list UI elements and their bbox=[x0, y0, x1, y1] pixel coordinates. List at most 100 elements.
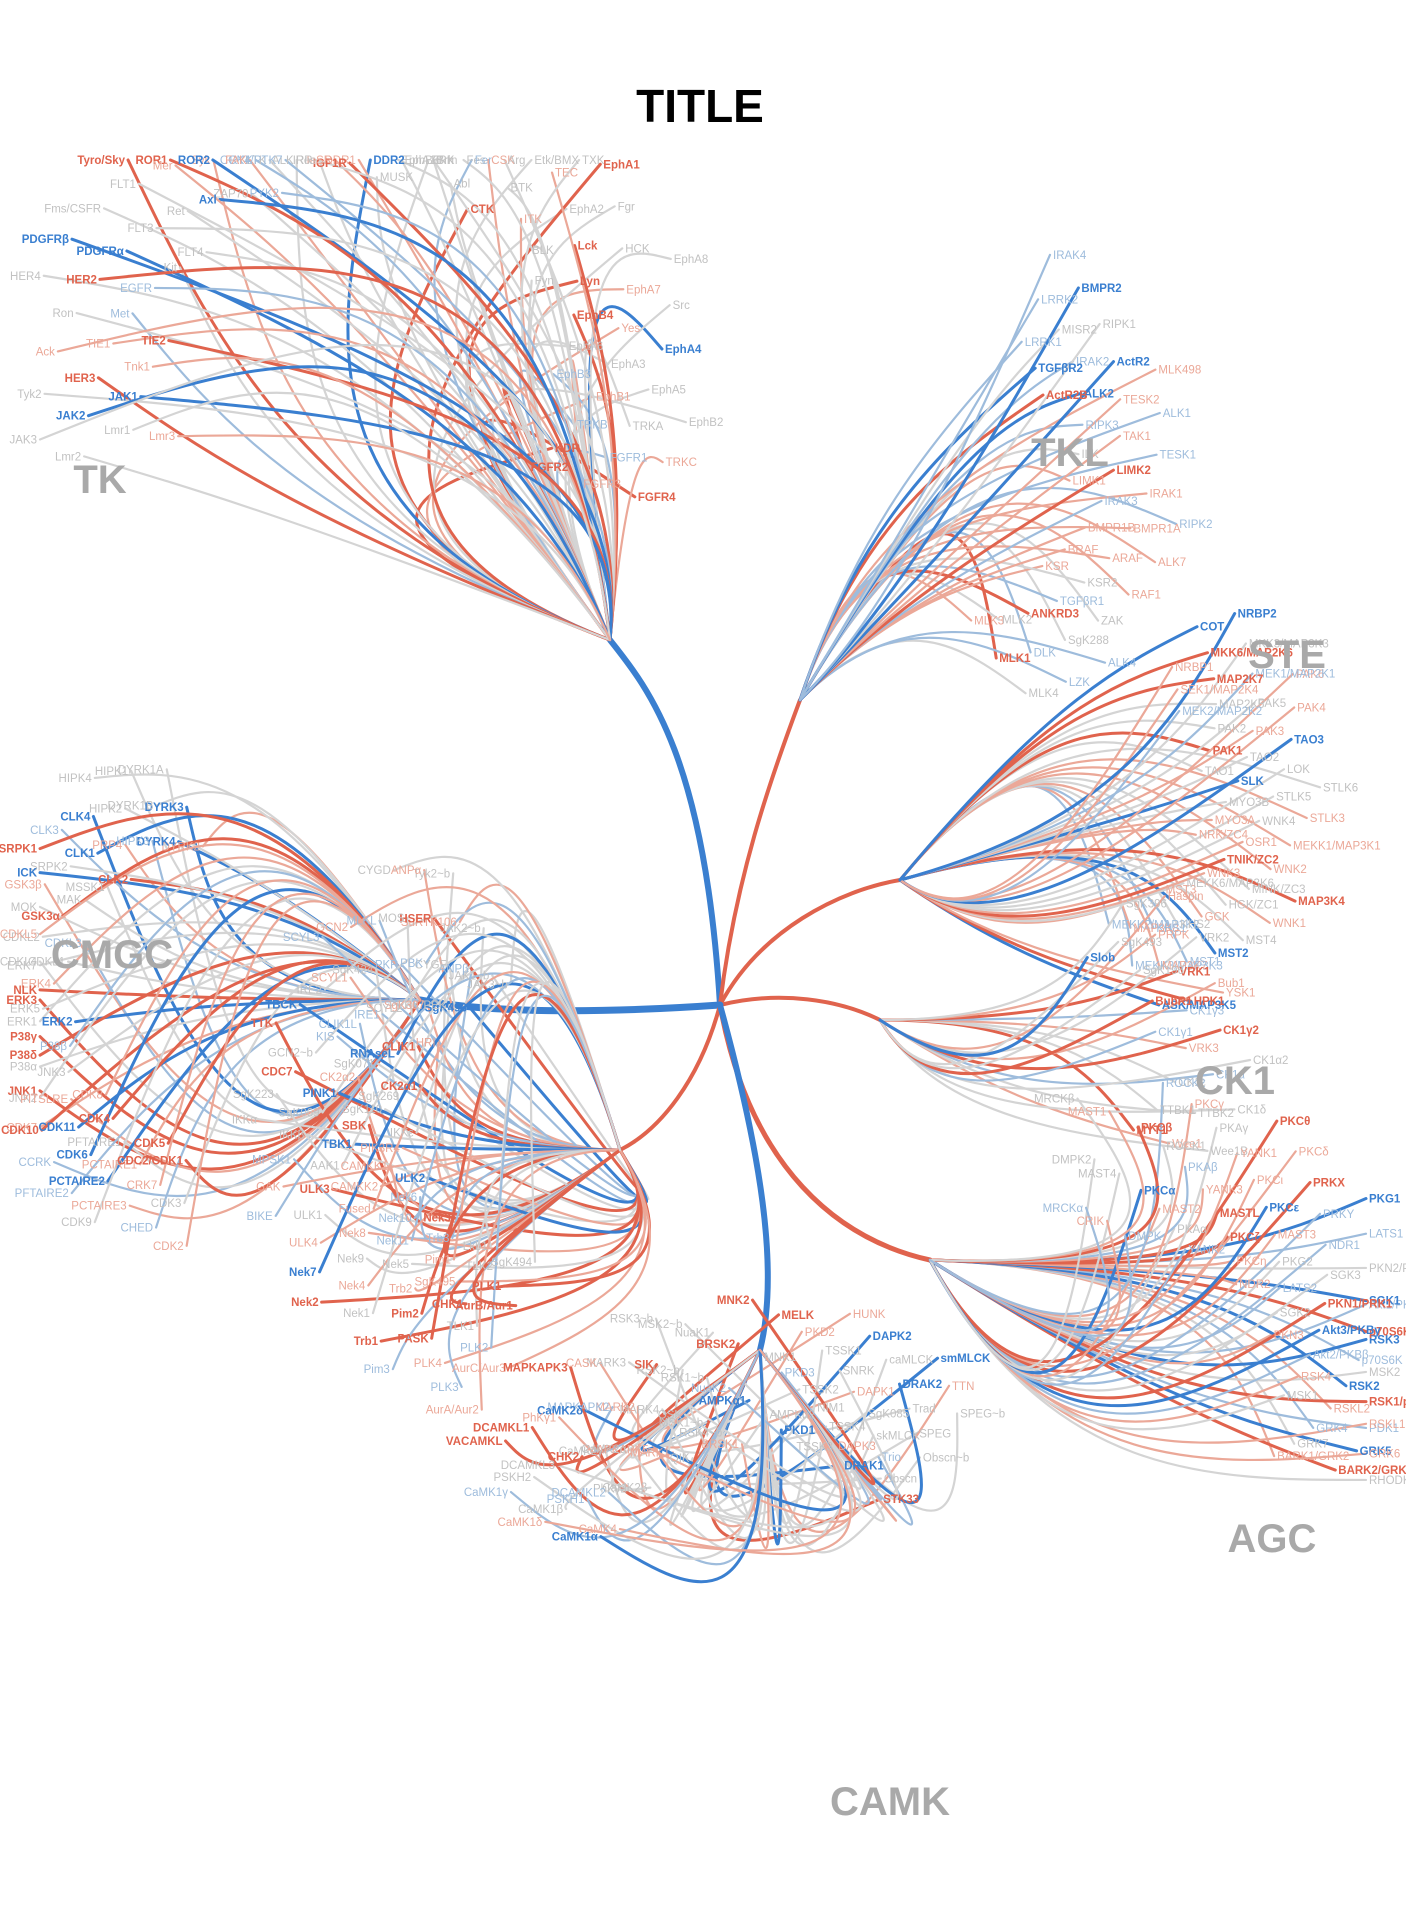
group-label-ste: STE bbox=[1248, 633, 1326, 677]
kinase-label: BMPR1A bbox=[1133, 523, 1181, 535]
branch-camk-70 bbox=[544, 1348, 843, 1552]
branch-tk-67 bbox=[155, 226, 612, 642]
kinase-label: P38α bbox=[10, 1062, 37, 1074]
kinase-label: CK2α1 bbox=[381, 1081, 418, 1093]
kinase-label: TRKC bbox=[666, 457, 697, 469]
kinase-label: EphB6 bbox=[405, 155, 440, 167]
kinase-label: MAP3K7 bbox=[1162, 961, 1207, 973]
kinase-label: PDK1 bbox=[1369, 1423, 1399, 1435]
kinase-label: CRIK bbox=[1077, 1216, 1105, 1228]
kinase-label: MAP3K4 bbox=[1298, 896, 1345, 908]
kinase-label: BARK2/GRK3 bbox=[1338, 1465, 1406, 1477]
kinase-label: SgK494 bbox=[491, 1257, 533, 1269]
branch-other-76 bbox=[430, 993, 622, 1340]
kinase-label: Obscn~b bbox=[923, 1452, 969, 1464]
kinase-label: GCK bbox=[1205, 911, 1230, 923]
branch-tkl-8 bbox=[798, 631, 1107, 702]
kinase-label: Etk/BMX bbox=[534, 155, 579, 167]
kinase-label: Nek9 bbox=[337, 1254, 364, 1266]
kinase-label: Akt3/PKBγ bbox=[1322, 1325, 1381, 1337]
kinase-label: PYK2 bbox=[250, 188, 279, 200]
kinase-label: PIK3R4 bbox=[360, 1143, 400, 1155]
branch-ste-49 bbox=[898, 612, 1237, 882]
branch-tk-86 bbox=[132, 391, 612, 642]
kinase-label: AAK1 bbox=[310, 1160, 339, 1172]
branch-tk-69 bbox=[178, 266, 612, 642]
branch-tk-56 bbox=[248, 158, 612, 642]
kinase-label: CaMK2β bbox=[602, 1483, 647, 1495]
kinase-label: PAK4 bbox=[1297, 702, 1326, 714]
kinase-label: Fer bbox=[475, 155, 492, 167]
kinase-label: FGFR2 bbox=[531, 462, 569, 474]
kinase-label: AurC/Aur3 bbox=[452, 1363, 506, 1375]
kinase-label: YSK1 bbox=[1226, 988, 1255, 1000]
kinase-label: CK1γ1 bbox=[1158, 1027, 1193, 1039]
branch-tk-85 bbox=[38, 344, 612, 642]
kinase-label: FGFR3 bbox=[583, 479, 621, 491]
kinase-label: MST1 bbox=[1190, 956, 1221, 968]
kinase-label: TTK bbox=[251, 1018, 274, 1030]
kinase-label: RSK3~b bbox=[610, 1314, 653, 1326]
kinase-label: MAK bbox=[57, 894, 82, 906]
kinase-label: PRKY bbox=[1323, 1209, 1355, 1221]
kinase-label: MKK6/MAP2K6 bbox=[1211, 648, 1293, 660]
kinase-label: SgK288 bbox=[1068, 635, 1109, 647]
kinase-label: CDK8 bbox=[72, 1090, 103, 1102]
kinase-label: CCRK bbox=[19, 1157, 52, 1169]
kinase-label: ANPβ bbox=[439, 964, 470, 976]
kinase-label: PKD1 bbox=[784, 1425, 815, 1437]
kinase-label: MLK3 bbox=[974, 615, 1004, 627]
kinase-label: SCYL1 bbox=[311, 973, 347, 985]
kinase-label: Srm bbox=[436, 155, 457, 167]
kinase-label: MEKK1/MAP3K1 bbox=[1293, 840, 1381, 852]
branch-camk-67 bbox=[564, 1348, 762, 1511]
kinase-label: IKKε bbox=[390, 1128, 414, 1140]
kinase-label: MSK1 bbox=[1287, 1390, 1318, 1402]
kinase-label: PAK2 bbox=[1218, 723, 1247, 735]
kinase-label: GRK5 bbox=[1360, 1446, 1393, 1458]
kinase-label: GRK7 bbox=[1297, 1439, 1328, 1451]
kinase-label: FRK bbox=[431, 155, 454, 167]
kinase-label: PKD2 bbox=[805, 1327, 835, 1339]
kinase-label: CDK3 bbox=[151, 1198, 182, 1210]
kinase-label: TSSK2 bbox=[802, 1384, 838, 1396]
branch-ck1-22 bbox=[878, 956, 1089, 1057]
kinase-label: IGF1R bbox=[313, 158, 348, 170]
branch-tk-66 bbox=[205, 251, 612, 642]
kinase-label: CRK7 bbox=[127, 1180, 158, 1192]
branch-camk-30 bbox=[751, 1298, 876, 1486]
kinase-label: ULK3 bbox=[300, 1184, 330, 1196]
kinase-label: HCK bbox=[625, 243, 650, 255]
kinase-label: MINK/ZC3 bbox=[1252, 884, 1306, 896]
kinase-label: RYK bbox=[229, 155, 253, 167]
kinase-label: RIPK1 bbox=[1103, 319, 1136, 331]
kinase-label: MASTL bbox=[1220, 1208, 1260, 1220]
kinase-label: MSSK1 bbox=[66, 882, 105, 894]
kinase-label: TGFβR1 bbox=[1060, 596, 1104, 608]
branch-cmgc-57 bbox=[154, 998, 422, 1229]
kinase-label: SgK085 bbox=[868, 1408, 909, 1420]
kinase-label: VRK2 bbox=[1199, 932, 1229, 944]
kinase-label: Lck bbox=[578, 241, 598, 253]
kinase-label: SgK424 bbox=[332, 964, 374, 976]
kinase-label: LIMK1 bbox=[1072, 476, 1105, 488]
kinase-label: LRRK1 bbox=[1025, 337, 1062, 349]
kinase-label: Wee1B bbox=[1210, 1146, 1248, 1158]
kinase-label: TGFβR2 bbox=[1038, 363, 1083, 375]
kinase-label: Slob bbox=[1090, 953, 1115, 965]
kinase-label: JAK1 bbox=[108, 392, 138, 404]
kinase-label: ASK/MAP3K5 bbox=[1162, 1000, 1237, 1012]
kinase-label: Nek8 bbox=[339, 1228, 366, 1240]
kinase-label: COT bbox=[1200, 622, 1224, 634]
branch-tk-54 bbox=[254, 158, 612, 642]
kinase-label: MAPKAPK2 bbox=[547, 1402, 609, 1414]
kinase-label: TAO3 bbox=[1294, 734, 1324, 746]
kinase-label: TRKA bbox=[633, 421, 664, 433]
kinase-label: VRK1 bbox=[1180, 966, 1211, 978]
kinase-label: PLK3 bbox=[431, 1382, 459, 1394]
kinase-label: EphA5 bbox=[651, 384, 686, 396]
kinase-label: SgK269 bbox=[358, 1091, 399, 1103]
trunk-other bbox=[618, 1003, 722, 1152]
kinase-label: p70S6K bbox=[1362, 1355, 1403, 1367]
branch-other-79 bbox=[443, 1148, 646, 1365]
